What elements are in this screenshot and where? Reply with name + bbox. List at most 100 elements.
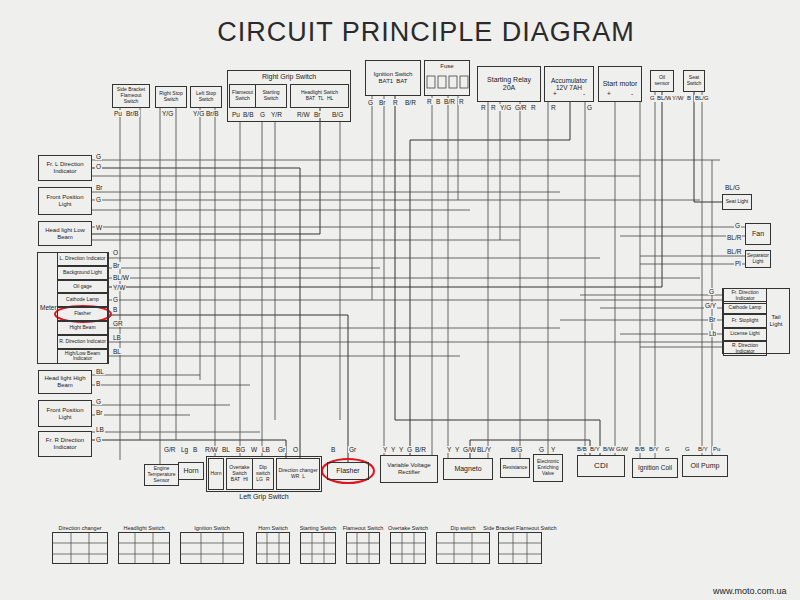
component-box: Oil sensor <box>650 70 674 92</box>
component-name: Cathode Lamp <box>729 305 762 311</box>
terminal-name: L <box>302 474 305 480</box>
diagram-title: CIRCUIT PRINCIPLE DIAGRAM <box>0 18 800 48</box>
component-box: Starting Switch <box>255 84 287 108</box>
wire-code: G <box>664 446 671 453</box>
wire-code: Lg <box>180 446 189 453</box>
component-name: Fr. Direction Indicator <box>725 290 765 302</box>
terminal-name: TL <box>318 96 324 102</box>
component-name: Left Grip Switch <box>187 493 341 501</box>
switch-table: Horn Switch <box>256 532 290 564</box>
component-box: Separator Light <box>745 250 771 268</box>
wire-code: Br <box>378 99 387 106</box>
wire-code: GR <box>112 320 124 327</box>
component-box: Direction changerWRL <box>276 458 320 490</box>
component-box: Flasher <box>327 462 369 480</box>
component-box: License Light <box>723 328 767 341</box>
wire-code: G <box>112 296 119 303</box>
wire-code: BL/R <box>726 248 742 255</box>
wire-code: B/B <box>634 446 646 453</box>
component-name: Oil gage <box>73 284 92 290</box>
component-box: Variable Voltage Rectifier <box>380 455 438 483</box>
component-box: Seat Switch <box>683 70 705 92</box>
wire-code: LB <box>261 446 271 453</box>
component-name: Oil Pump <box>691 462 720 470</box>
component-box: Flameout Switch <box>229 84 256 108</box>
wire-code: Y <box>446 446 452 453</box>
terminal-name: WR <box>291 474 299 480</box>
wire-code: G <box>708 288 715 295</box>
wire-code: - <box>582 90 586 97</box>
component-box: Dip switchLGR <box>252 458 274 490</box>
wire-code: Pu <box>231 111 241 118</box>
component-name: Engine Temperature Sensor <box>146 466 177 483</box>
wire-code: B <box>435 98 441 105</box>
component-box: Electronic Enriching Valve <box>533 454 563 482</box>
component-box: Side Bracket Flameout Switch <box>112 84 150 108</box>
wire-code: R <box>490 104 497 111</box>
wire-code: G/W <box>462 446 477 453</box>
wire-code: G <box>259 111 266 118</box>
wire-code: G <box>406 446 413 453</box>
wire-connector <box>410 102 570 455</box>
component-box: Oil Pump <box>682 455 728 477</box>
component-box: R. Direction Indicator <box>57 335 108 349</box>
component-name: Flasher <box>74 311 91 317</box>
component-box: Fan <box>745 223 771 245</box>
component-box: Start motor <box>598 66 642 102</box>
component-name: Side Bracket Flameout Switch <box>114 87 148 104</box>
wire-code: G/Y <box>704 302 717 309</box>
terminal-row: WRL <box>291 474 305 480</box>
component-name: Background Light <box>63 270 102 276</box>
terminal-name: BAT1 <box>379 78 394 85</box>
component-name: Head light High Beam <box>40 375 90 389</box>
component-box: Hight Beam <box>57 321 108 335</box>
component-box: Overtake SwitchBATHI <box>226 458 253 490</box>
switch-table: Starting Switch <box>300 532 336 564</box>
component-name: Start motor <box>603 80 638 88</box>
wire-code: G/R <box>514 104 528 111</box>
component-name: Fuse <box>425 63 469 70</box>
wire-code: Br <box>95 409 104 416</box>
component-box: Tail LightFr. Direction IndicatorCathode… <box>722 288 790 354</box>
wire-code: Y <box>454 446 460 453</box>
wire-code: Br <box>95 184 104 191</box>
wire-code: Pu <box>712 446 721 453</box>
component-name: Fr. R Direction Indicator <box>40 437 90 451</box>
wire-code: B/B <box>242 111 254 118</box>
wire-code: Br/B <box>205 110 220 117</box>
wire-code: Y/R <box>270 111 283 118</box>
wire-code: B/Y <box>648 446 660 453</box>
wire-code: BL <box>95 368 105 375</box>
component-name: Separator Light <box>747 253 769 265</box>
wire-code: G <box>734 222 741 229</box>
component-name: Front Position Light <box>40 407 90 421</box>
terminal-name: BAT <box>231 477 240 483</box>
wire-code: O <box>95 163 102 170</box>
component-name: Oil sensor <box>652 75 672 87</box>
wire-code: BL/G <box>724 184 741 191</box>
wire-code: W <box>95 224 103 231</box>
wire-connector <box>92 168 300 458</box>
wire-code: B/G <box>510 446 523 453</box>
wire-code: G <box>95 196 102 203</box>
wire-code: G <box>538 446 545 453</box>
component-box: Fr. L Direction Indicator <box>38 155 92 181</box>
wire-code: Br <box>313 111 322 118</box>
component-box: Oil gage <box>57 280 108 294</box>
component-box: Head light Low Beam <box>38 221 92 246</box>
wire-code: B/G <box>331 111 344 118</box>
component-box: MeterL. Direction IndicatorBackground Li… <box>37 252 109 364</box>
component-name: Accumulator <box>551 77 587 84</box>
component-name: Fan <box>752 230 764 238</box>
wire-code: Y <box>398 446 404 453</box>
wire-code: B <box>330 446 336 453</box>
component-name: Variable Voltage Rectifier <box>382 462 436 476</box>
component-name: Fr. L Direction Indicator <box>40 161 90 175</box>
wire-code: O <box>112 249 119 256</box>
component-name: Left Stop Switch <box>192 91 220 103</box>
wire-code: B/W <box>602 446 615 453</box>
wire-code: BL/Y <box>476 446 492 453</box>
component-box: Head light High Beam <box>38 370 92 394</box>
wire-code: Pl <box>734 260 742 267</box>
terminal-name: 20A <box>503 84 515 92</box>
